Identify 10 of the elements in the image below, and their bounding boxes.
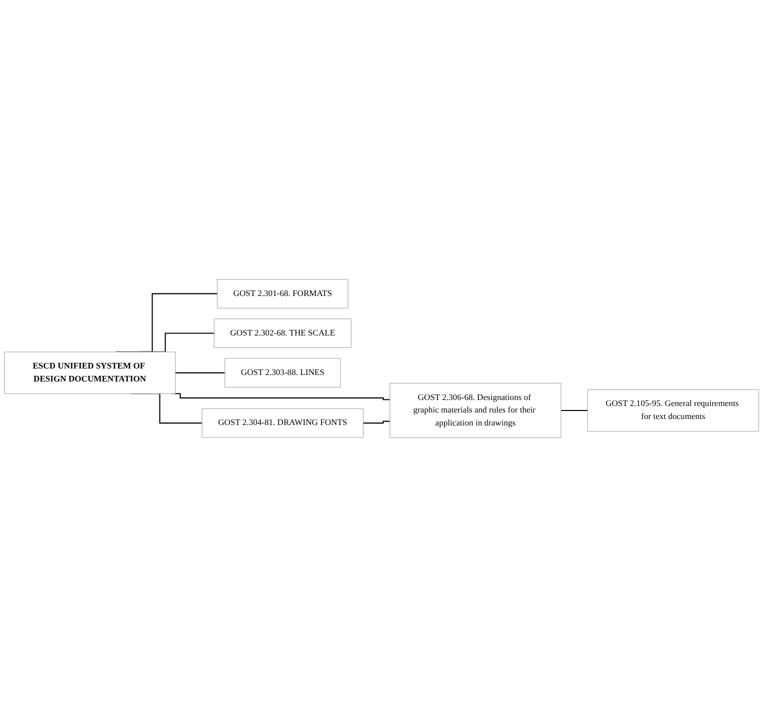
connector	[560, 410, 588, 412]
connector	[363, 421, 390, 424]
node-box: GOST 2.105-95. General requirements for text documents	[587, 390, 759, 432]
node-box: GOST 2.306-68. Designations of graphic materials and rules for their application in drawings	[390, 383, 562, 438]
node-box: GOST 2.304-81. DRAWING FONTS	[202, 408, 364, 438]
node-box: GOST 2.301-68. FORMATS	[216, 280, 348, 309]
node-box: GOST 2.302-68. THE SCALE	[214, 319, 352, 348]
node-box: ESCD UNIFIED SYSTEM OF DESIGN DOCUMENTATION	[4, 352, 176, 394]
node-box: GOST 2.303-88. LINES	[224, 358, 341, 388]
connector	[175, 372, 225, 374]
